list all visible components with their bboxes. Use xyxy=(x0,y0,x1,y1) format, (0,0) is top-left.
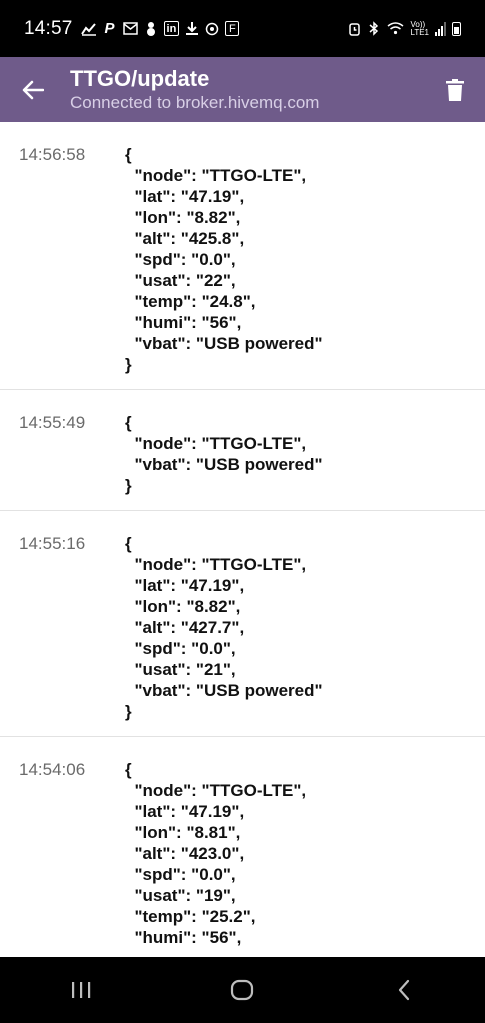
wifi-icon xyxy=(387,21,404,37)
trash-icon xyxy=(446,78,464,101)
arrow-left-icon xyxy=(22,80,44,99)
message-payload: { "node": "TTGO-LTE", "vbat": "USB power… xyxy=(125,413,323,495)
snowman-icon xyxy=(144,21,158,37)
status-bar: 14:57 P in F Vo)) LTE1 xyxy=(0,0,485,57)
status-time: 14:57 xyxy=(24,17,73,39)
message-payload: { "node": "TTGO-LTE", "lat": "47.19", "l… xyxy=(125,534,323,721)
signal-icon xyxy=(435,21,446,36)
message-item[interactable]: 14:55:49 { "node": "TTGO-LTE", "vbat": "… xyxy=(0,390,485,511)
app-bar: TTGO/update Connected to broker.hivemq.c… xyxy=(0,57,485,122)
battery-icon xyxy=(452,21,461,36)
message-payload: { "node": "TTGO-LTE", "lat": "47.19", "l… xyxy=(125,145,323,374)
bluetooth-icon xyxy=(367,21,381,37)
f-icon: F xyxy=(225,21,240,36)
nav-back-button[interactable] xyxy=(364,957,444,1023)
lte-label: LTE1 xyxy=(410,27,429,37)
message-time: 14:54:06 xyxy=(19,760,86,779)
linkedin-icon: in xyxy=(163,21,180,36)
recent-apps-button[interactable] xyxy=(41,957,121,1023)
system-icons: Vo)) LTE1 xyxy=(347,19,461,37)
recent-apps-icon xyxy=(71,982,91,998)
system-nav-bar xyxy=(0,957,485,1023)
message-time: 14:55:49 xyxy=(19,413,86,432)
message-item[interactable]: 14:56:58 { "node": "TTGO-LTE", "lat": "4… xyxy=(0,122,485,390)
download-icon xyxy=(185,21,199,37)
message-list[interactable]: 14:56:58 { "node": "TTGO-LTE", "lat": "4… xyxy=(0,122,485,957)
connection-subtitle: Connected to broker.hivemq.com xyxy=(70,92,320,112)
nav-back-icon xyxy=(399,979,410,1001)
pinterest-icon: P xyxy=(104,20,115,37)
home-button[interactable] xyxy=(202,957,282,1023)
nfc-icon xyxy=(205,21,219,37)
alarm-icon xyxy=(347,21,361,37)
message-time: 14:56:58 xyxy=(19,145,86,164)
delete-button[interactable] xyxy=(425,57,485,122)
message-payload: { "node": "TTGO-LTE", "lat": "47.19", "l… xyxy=(125,760,307,947)
mail-icon xyxy=(122,21,138,37)
volte-lte-label: Vo)) LTE1 xyxy=(410,19,429,37)
message-item[interactable]: 14:55:16 { "node": "TTGO-LTE", "lat": "4… xyxy=(0,511,485,737)
app-bar-titles: TTGO/update Connected to broker.hivemq.c… xyxy=(66,66,425,114)
message-time: 14:55:16 xyxy=(19,534,86,553)
home-icon xyxy=(231,979,254,1001)
notification-icons: P in F xyxy=(80,20,240,37)
back-button[interactable] xyxy=(0,57,66,122)
topic-title: TTGO/update xyxy=(70,65,210,91)
volte-label: Vo)) xyxy=(410,19,426,29)
message-item[interactable]: 14:54:06 { "node": "TTGO-LTE", "lat": "4… xyxy=(0,737,485,957)
stocks-icon xyxy=(80,21,97,37)
